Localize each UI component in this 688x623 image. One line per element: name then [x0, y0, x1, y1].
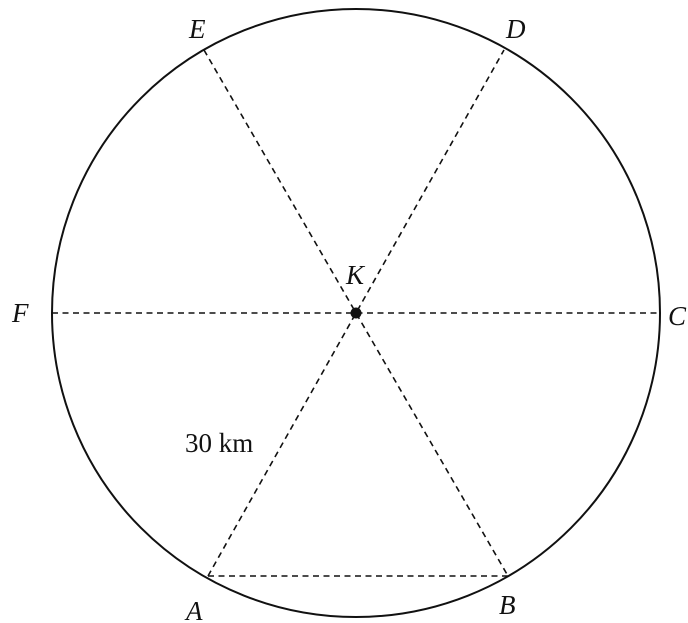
label-b: B	[499, 590, 516, 620]
label-d: D	[505, 14, 526, 44]
label-f: F	[11, 298, 29, 328]
diameter-e-b	[203, 49, 509, 577]
center-point-k	[350, 307, 362, 319]
label-a: A	[184, 596, 203, 623]
radius-distance-label: 30 km	[185, 428, 253, 458]
label-e: E	[188, 14, 206, 44]
label-k: K	[345, 260, 366, 290]
label-c: C	[668, 301, 687, 331]
